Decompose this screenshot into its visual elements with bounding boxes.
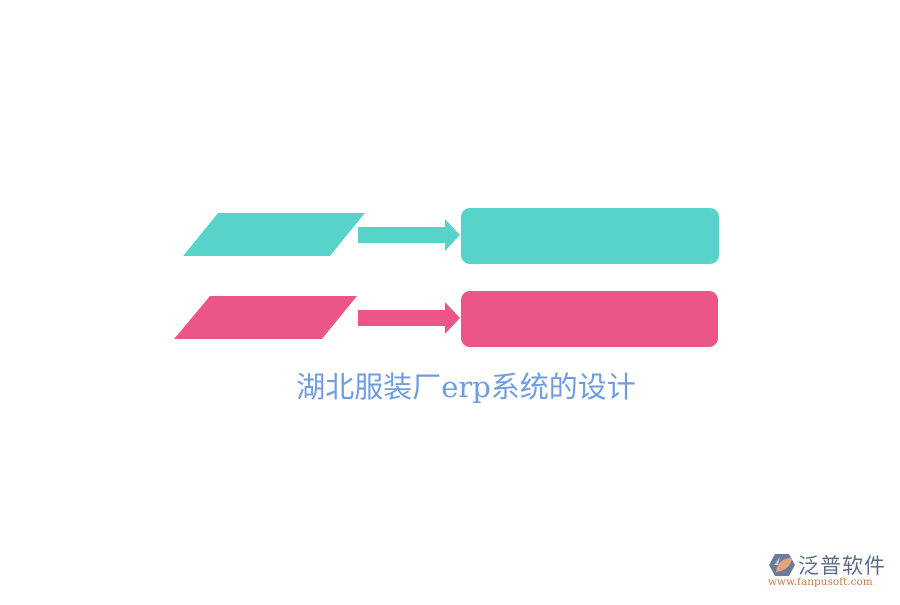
input-parallelogram-2 [174, 296, 357, 339]
flow-row-1 [183, 208, 719, 264]
output-box-1 [461, 208, 719, 264]
fanpu-logo-icon [769, 554, 795, 576]
diagram-title: 湖北服装厂erp系统的设计 [296, 370, 636, 404]
brand-name: 泛普软件 [798, 554, 886, 578]
arrow-right-icon [358, 302, 460, 334]
flow-row-2 [174, 291, 718, 347]
input-parallelogram-1 [183, 213, 365, 256]
arrow-right-icon [358, 219, 460, 251]
output-box-2 [461, 291, 718, 347]
brand-url: www.fanpusoft.com [768, 576, 873, 588]
brand-logo: 泛普软件 www.fanpusoft.com [768, 553, 898, 593]
